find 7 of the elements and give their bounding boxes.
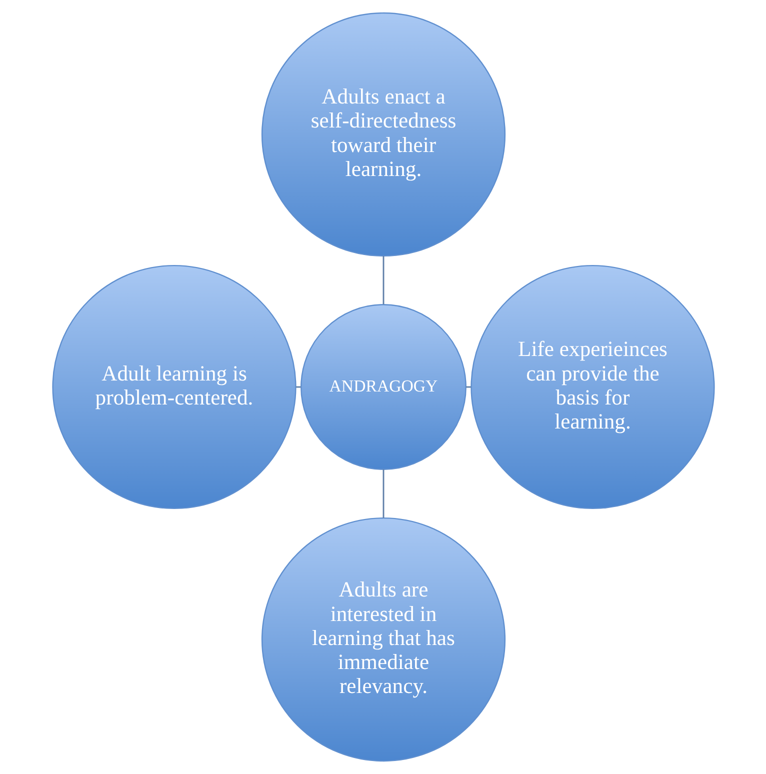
node-circle: Adults are interested in learning that has immediate relevancy. [260,517,506,762]
node-circle: ANDRAGOGY [300,304,466,470]
node-circle: Life experieinces can provide the basis for learning. [470,264,714,510]
connector [382,256,384,304]
node-circle: Adults enact a self-directedness toward their learning. [260,12,506,257]
connector [382,469,384,518]
node-circle: Adult learning is problem-centered. [52,264,296,510]
